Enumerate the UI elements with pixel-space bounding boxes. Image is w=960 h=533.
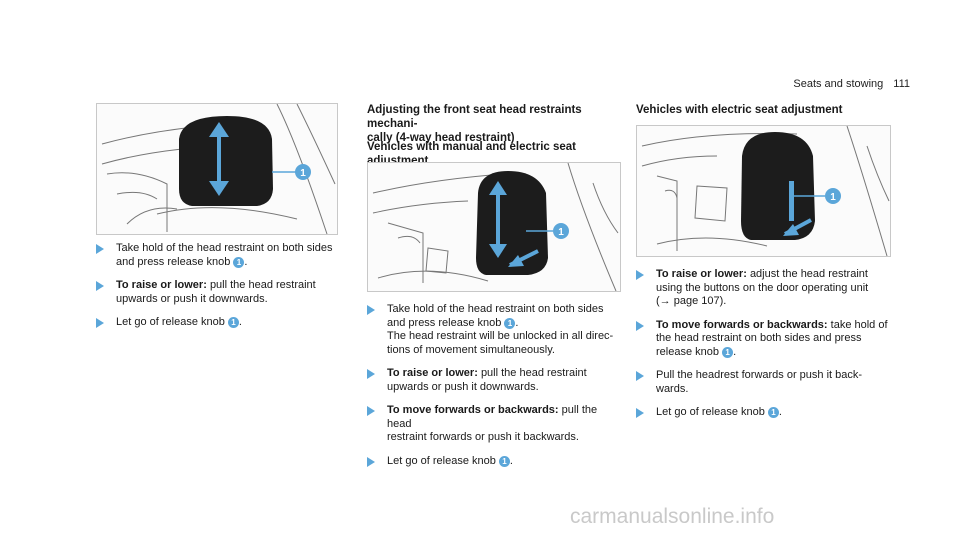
- figure-headrest-front-view: 1: [96, 103, 338, 235]
- list-item: To move forwards or backwards: take hold…: [636, 319, 891, 360]
- knob-badge: 1: [767, 407, 779, 418]
- page-number: 111: [893, 78, 910, 90]
- arrow-icon: [96, 281, 104, 291]
- arrow-icon: [367, 369, 375, 379]
- arrow-icon: [636, 371, 644, 381]
- list-item: To raise or lower: pull the head restrai…: [367, 367, 622, 394]
- figure-headrest-electric: 1: [636, 125, 891, 257]
- arrow-icon: [636, 408, 644, 418]
- svg-text:1: 1: [558, 227, 564, 238]
- knob-badge: 1: [227, 317, 239, 328]
- arrow-icon: [367, 305, 375, 315]
- section-title: Seats and stowing: [793, 78, 884, 90]
- list-item: To raise or lower: adjust the head restr…: [636, 268, 891, 309]
- page-header: Seats and stowing 111: [793, 78, 910, 90]
- figure-headrest-manual: 1: [367, 162, 621, 292]
- arrow-icon: [367, 406, 375, 416]
- list-item: Let go of release knob 1.: [367, 455, 622, 469]
- page-reference[interactable]: (→ page 107).: [656, 295, 727, 307]
- list-item: Take hold of the head restraint on both …: [367, 303, 622, 357]
- knob-badge: 1: [233, 256, 245, 268]
- knob-badge: 1: [504, 317, 516, 329]
- list-item: To move forwards or backwards: pull the …: [367, 404, 622, 445]
- arrow-icon: [367, 456, 375, 467]
- arrow-icon: [636, 320, 644, 331]
- arrow-icon: [636, 270, 644, 280]
- watermark: carmanualsonline.info: [570, 505, 775, 528]
- list-item: Let go of release knob 1.: [96, 316, 336, 330]
- list-item: Take hold of the head restraint on both …: [96, 242, 336, 269]
- subheading: Vehicles with electric seat adjustment: [636, 104, 843, 116]
- arrow-icon: [96, 318, 104, 328]
- svg-text:1: 1: [830, 192, 836, 203]
- col1-steps: Take hold of the head restraint on both …: [96, 242, 336, 340]
- list-item: Let go of release knob 1.: [636, 406, 891, 420]
- list-item: Pull the headrest forwards or push it ba…: [636, 369, 891, 396]
- knob-badge: 1: [498, 455, 510, 467]
- svg-text:1: 1: [300, 168, 306, 179]
- section-heading: Adjusting the front seat head restraints…: [367, 104, 582, 144]
- col2-steps: Take hold of the head restraint on both …: [367, 303, 622, 478]
- arrow-icon: [96, 244, 104, 254]
- col3-steps: To raise or lower: adjust the head restr…: [636, 268, 891, 430]
- knob-badge: 1: [722, 346, 734, 358]
- list-item: To raise or lower: pull the head restrai…: [96, 279, 336, 306]
